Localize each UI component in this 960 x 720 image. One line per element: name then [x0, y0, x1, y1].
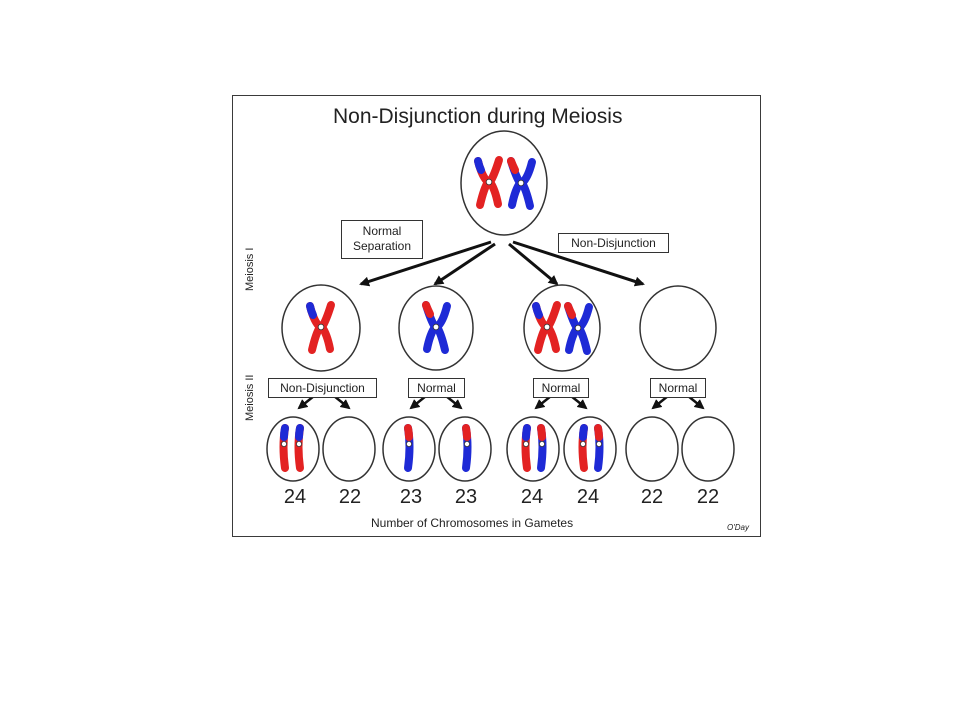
arrow [512, 240, 645, 287]
gamete-6-chromatid [580, 428, 585, 468]
daughter-cell-4 [639, 285, 717, 371]
meiosis-2-label-4: Normal [650, 378, 706, 398]
gamete-count-axis-label: Number of Chromosomes in Gametes [371, 516, 574, 530]
diagram-title: Non-Disjunction during Meiosis [333, 105, 623, 128]
gamete-5-chromatid [539, 428, 544, 468]
gamete-1 [266, 416, 320, 482]
non-disjunction-label: Non-Disjunction [558, 233, 669, 253]
arrow [433, 242, 496, 286]
gamete-5-chromatid [523, 428, 528, 468]
daughter-cell-3 [523, 284, 601, 372]
gamete-count-1: 24 [283, 486, 307, 508]
gamete-count-6: 24 [576, 486, 600, 508]
arrow [508, 242, 559, 286]
arrow [359, 240, 492, 287]
gamete-count-4: 23 [454, 486, 478, 508]
normal-separation-label-line-2: Separation [352, 239, 412, 253]
meiosis-diagram: Non-Disjunction during Meiosis Normal Se… [232, 95, 761, 537]
parent-cell [460, 130, 548, 236]
gamete-1-chromatid [296, 428, 301, 468]
meiosis-1-stage-label: Meiosis I [244, 247, 256, 291]
meiosis-2-label-2: Normal [408, 378, 465, 398]
meiosis-2-label-1: Non-Disjunction [268, 378, 377, 398]
gamete-7 [625, 416, 679, 482]
gamete-count-8: 22 [696, 486, 720, 508]
gamete-6 [563, 416, 617, 482]
gamete-count-3: 23 [399, 486, 423, 508]
gamete-2 [322, 416, 376, 482]
meiosis-1-arrows [359, 240, 645, 287]
gamete-count-2: 22 [338, 486, 362, 508]
normal-separation-label-line-1: Normal [362, 224, 402, 238]
normal-separation-label: Normal Separation [341, 220, 423, 259]
meiosis-2-stage-label: Meiosis II [244, 374, 256, 421]
gamete-1-chromatid [281, 428, 286, 468]
gamete-count-7: 22 [640, 486, 664, 508]
gamete-count-5: 24 [520, 486, 544, 508]
meiosis-2-label-3: Normal [533, 378, 589, 398]
diagram-graphics [266, 130, 735, 482]
gamete-8 [681, 416, 735, 482]
gamete-6-chromatid [596, 428, 601, 468]
gamete-5 [506, 416, 560, 482]
gamete-4-chromatid [464, 428, 469, 468]
author-credit: O'Day [727, 523, 749, 532]
gamete-3-chromatid [406, 428, 411, 468]
